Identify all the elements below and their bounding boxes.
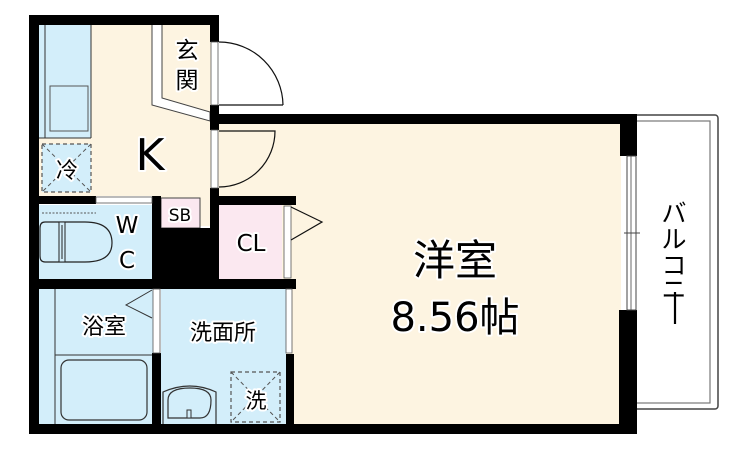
washer-label: 洗 — [246, 389, 267, 413]
balcony-char-2: ル — [661, 225, 686, 254]
balcony-label: バ ル コ ニ — [661, 199, 687, 324]
door-frames — [95, 41, 640, 354]
closet-door[interactable] — [290, 206, 324, 241]
closet-floor — [219, 205, 282, 279]
walls — [29, 15, 637, 434]
washroom-label: 洗面所 — [190, 321, 256, 346]
western-room-size: 8.56帖 — [390, 295, 519, 341]
closet-label: CL — [237, 231, 266, 257]
balcony-char-1: バ — [661, 199, 686, 228]
toilet-icon — [39, 221, 113, 263]
kitchen-label: K — [136, 130, 166, 181]
bathroom-label: 浴室 — [82, 315, 126, 340]
toilet-label-2: C — [119, 248, 135, 274]
entrance-label-1: 玄 — [176, 38, 199, 64]
washer-space — [230, 371, 281, 423]
shoe-box — [160, 197, 201, 229]
entrance-label-2: 関 — [176, 68, 199, 94]
entrance-door[interactable] — [218, 41, 284, 106]
western-room-label: 洋室 — [413, 236, 497, 285]
western-room-door[interactable] — [218, 130, 276, 188]
shoe-box-label: SB — [169, 206, 191, 226]
toilet-label-1: W — [116, 213, 139, 239]
sink-icon — [49, 85, 89, 132]
balcony-char-3: コ — [661, 251, 686, 280]
washbasin-icon — [162, 385, 217, 426]
fridge-space — [41, 143, 92, 193]
fridge-label: 冷 — [56, 159, 78, 184]
bathtub-icon — [60, 359, 148, 421]
